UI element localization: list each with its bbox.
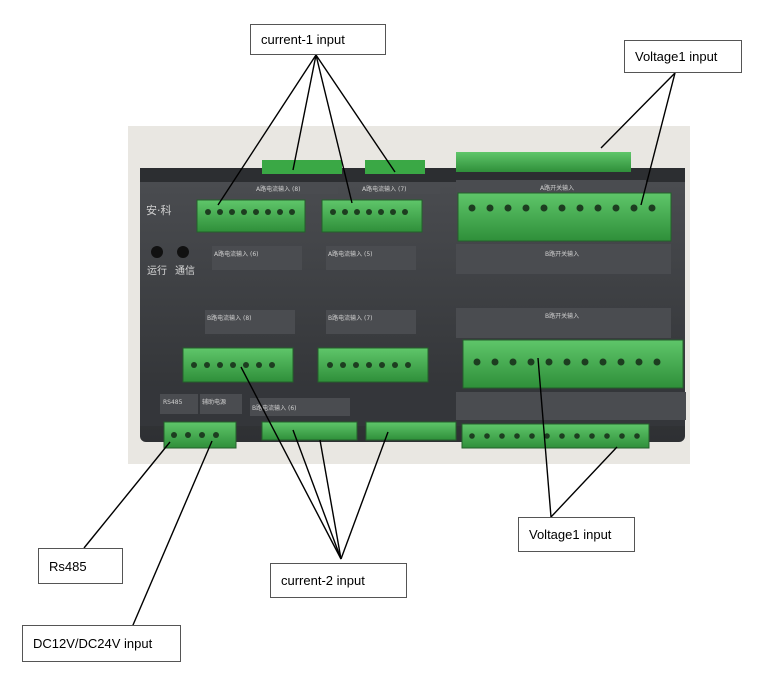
label-strip-switch-top <box>456 180 646 194</box>
terminal-current1-left <box>196 199 306 233</box>
label-strip-rs485 <box>160 394 198 414</box>
label-a3: A路电流输入 (6) <box>214 250 259 258</box>
run-label: 运行 <box>147 264 167 277</box>
label-current-2-input: current-2 input <box>270 563 407 598</box>
label-voltage1-input-bottom: Voltage1 input <box>518 517 635 552</box>
label-switch-top: A路开关输入 <box>540 184 574 192</box>
terminal-current2-left <box>182 347 294 383</box>
terminal-current1-right <box>321 199 423 233</box>
leader-lines <box>83 54 676 633</box>
label-rs485: RS485 <box>163 399 183 406</box>
label-strip-b2 <box>326 310 416 334</box>
terminal-voltage1-top <box>457 192 672 242</box>
label-strip-a3 <box>212 246 302 270</box>
terminal-voltage1-bottom-front <box>462 339 684 389</box>
terminal-current2-right <box>317 347 429 383</box>
label-strip-switch-mid <box>456 244 671 274</box>
label-current-1-input: current-1 input <box>250 24 386 55</box>
label-strip-a1 <box>253 182 338 194</box>
label-switch-low: B路开关输入 <box>545 312 579 320</box>
label-a1: A路电流输入 (8) <box>256 185 301 193</box>
top-back-terminal-2 <box>365 160 425 174</box>
label-rs485: Rs485 <box>38 548 123 584</box>
terminal-rs485 <box>163 421 237 449</box>
label-strip-b1 <box>205 310 295 334</box>
label-strip-a4 <box>326 246 416 270</box>
label-strip-switch-low <box>456 308 671 338</box>
label-power: 辅助电源 <box>202 398 226 406</box>
terminal-voltage1-bottom-back <box>461 423 650 449</box>
brand-logo: 安·科 <box>146 203 172 217</box>
label-strip-a2 <box>360 182 440 194</box>
label-a4: A路电流输入 (5) <box>328 250 373 258</box>
label-strip-b3 <box>250 398 350 416</box>
run-indicator <box>151 246 163 258</box>
label-b2: B路电流输入 (7) <box>328 314 373 322</box>
label-b3: B路电流输入 (6) <box>252 404 297 412</box>
label-voltage1-input-top: Voltage1 input <box>624 40 742 73</box>
label-strip-switch-bot <box>456 392 686 420</box>
terminal-current2-back <box>261 421 457 441</box>
comm-indicator <box>177 246 189 258</box>
comm-label: 通信 <box>175 265 195 277</box>
voltage-top-back-terminal <box>456 152 631 172</box>
label-b1: B路电流输入 (8) <box>207 314 252 322</box>
top-back-terminal-1 <box>262 160 342 174</box>
label-strip-power <box>200 394 242 414</box>
label-switch-mid: B路开关输入 <box>545 250 579 258</box>
label-dc-power-input: DC12V/DC24V input <box>22 625 181 662</box>
label-a2: A路电流输入 (7) <box>362 185 407 193</box>
